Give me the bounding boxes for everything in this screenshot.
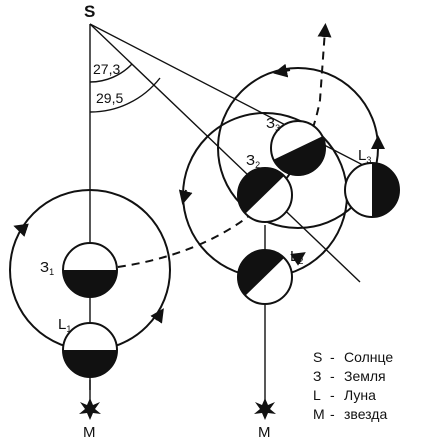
moon1-label: L1 (58, 316, 71, 334)
angle-label-inner: 27,3 (93, 61, 120, 77)
moon3-label: L3 (358, 147, 371, 165)
sun-earth3-ray (89, 23, 389, 179)
angle-label-outer: 29,5 (96, 90, 123, 106)
moon-2 (237, 249, 293, 305)
moon2-label: L2 (290, 248, 303, 266)
star-icon (79, 398, 101, 420)
earth-3 (270, 120, 326, 176)
legend-text-sun: Солнце (344, 349, 393, 365)
legend-dash: - (330, 368, 335, 384)
orbit-arrow-1b (150, 308, 164, 324)
sun-star-ray (89, 23, 361, 283)
legend-text-moon: Луна (344, 387, 376, 403)
moon-1 (62, 322, 118, 378)
legend: S - Солнце З - Земля L - Луна M - звезда (313, 349, 393, 422)
angle-arc-inner (89, 63, 133, 83)
earth-2 (237, 167, 293, 223)
legend-dash: - (330, 406, 335, 422)
orbit-arrow-1a (13, 223, 29, 237)
earth2-label: З2 (246, 152, 260, 170)
orbit-arrow-2a (178, 189, 193, 205)
legend-text-star: звезда (344, 406, 387, 422)
sun-label: S (84, 2, 95, 21)
legend-symbol-earth: З (313, 368, 321, 384)
orbit-arrow-3a (273, 63, 291, 78)
angle-arc-outer (89, 77, 161, 113)
star-icon (254, 398, 276, 420)
earth-1 (62, 242, 118, 298)
legend-symbol-star: M (313, 406, 325, 422)
legend-symbol-sun: S (313, 349, 322, 365)
legend-dash: - (330, 349, 335, 365)
earth1-label: З1 (40, 259, 54, 277)
moon-3 (344, 162, 400, 218)
legend-dash: - (330, 387, 335, 403)
legend-text-earth: Земля (344, 368, 386, 384)
legend-symbol-moon: L (313, 387, 321, 403)
orbit-arrow-2b (290, 252, 306, 266)
star2-label: M (258, 424, 271, 441)
star1-label: M (83, 424, 96, 441)
earth3-label: З3 (266, 115, 280, 133)
